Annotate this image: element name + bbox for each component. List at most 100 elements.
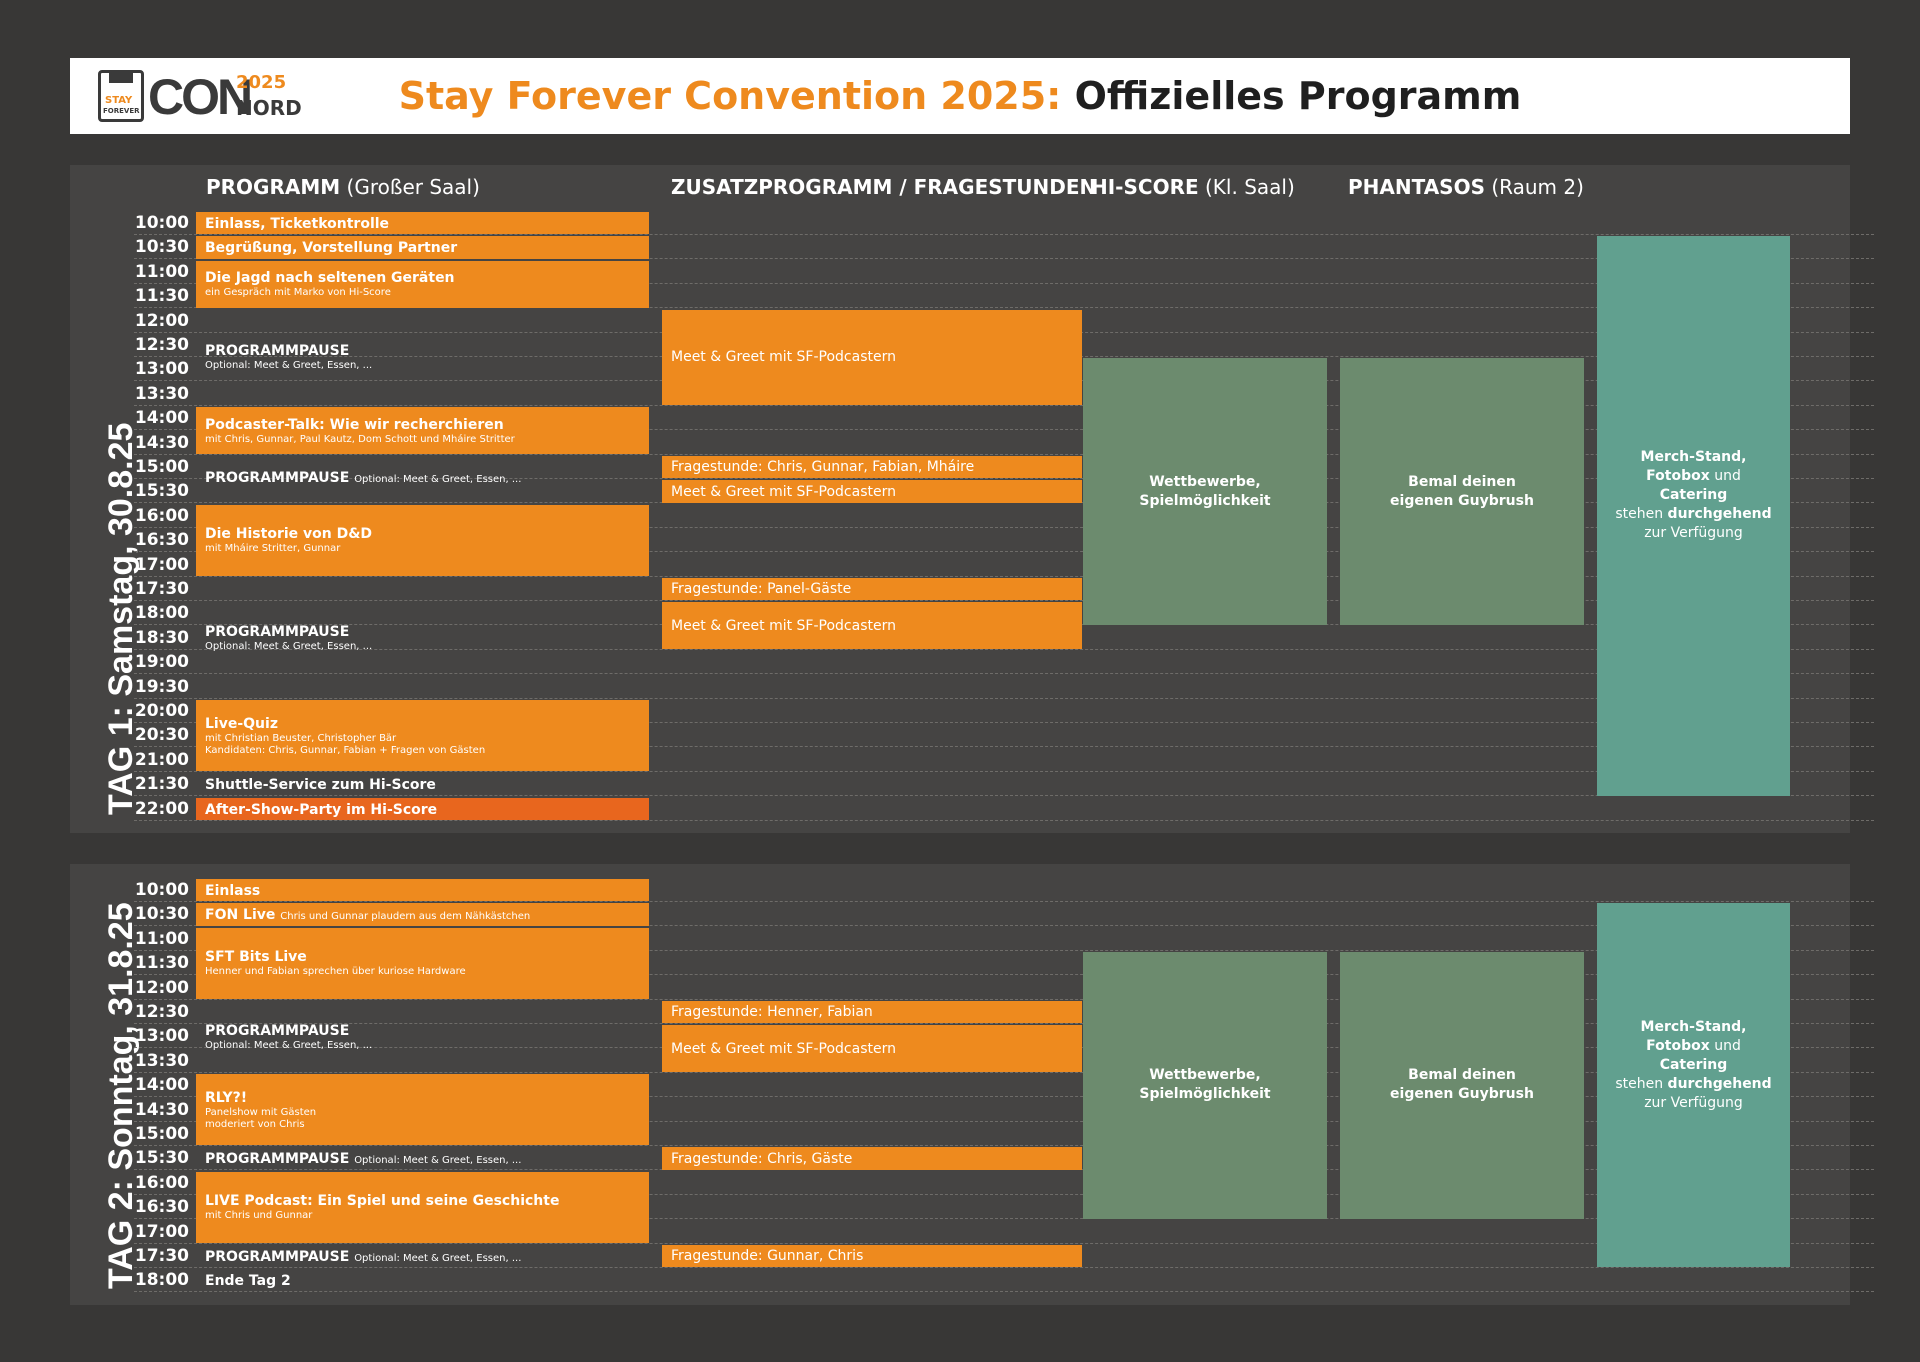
time-row	[134, 675, 1874, 699]
event-title: Ende Tag 2	[205, 1272, 640, 1290]
time-label: 14:00	[134, 1075, 189, 1096]
zusatz-label: Meet & Greet mit SF-Podcastern	[671, 1040, 896, 1057]
col-head-phantasos: PHANTASOS (Raum 2)	[1348, 175, 1584, 199]
program-event[interactable]: After-Show-Party im Hi-Score	[196, 797, 649, 820]
time-label: 12:00	[134, 977, 189, 998]
row-divider	[134, 575, 1874, 577]
merch-text-part: durchgehend	[1667, 506, 1772, 523]
zusatz-event[interactable]: Fragestunde: Chris, Gunnar, Fabian, Mhái…	[662, 456, 1082, 479]
phantasos-block[interactable]: Bemal deinen eigenen Guybrush	[1340, 952, 1584, 1219]
hiscore-block[interactable]: Wettbewerbe, Spielmöglichkeit	[1083, 358, 1327, 625]
event-subtitle: ein Gespräch mit Marko von Hi-Score	[205, 287, 391, 299]
time-row	[134, 1195, 1874, 1220]
time-row	[134, 528, 1874, 553]
zusatz-event[interactable]: Meet & Greet mit SF-Podcastern	[662, 1025, 1082, 1073]
time-label: 17:00	[134, 554, 189, 575]
event-title: PROGRAMMPAUSE Optional: Meet & Greet, Es…	[205, 469, 640, 489]
merch-line: Catering	[1615, 486, 1771, 505]
program-event[interactable]: Einlass	[196, 879, 649, 902]
event-title: LIVE Podcast: Ein Spiel und seine Geschi…	[205, 1192, 640, 1210]
time-row	[134, 748, 1874, 772]
logo-year: 2025	[236, 72, 287, 93]
program-event[interactable]: FON Live Chris und Gunnar plaudern aus d…	[196, 903, 649, 926]
event-subtitle: Henner und Fabian sprechen über kuriose …	[205, 966, 466, 978]
event-title-text: Einlass, Ticketkontrolle	[205, 216, 390, 232]
zusatz-event[interactable]: Meet & Greet mit SF-Podcastern	[662, 602, 1082, 650]
zusatz-label: Meet & Greet mit SF-Podcastern	[671, 617, 896, 634]
time-label: 15:00	[134, 457, 189, 477]
event-title-text: PROGRAMMPAUSE	[205, 470, 350, 487]
time-label: 15:30	[134, 1148, 189, 1169]
event-title-text: Shuttle-Service zum Hi-Score	[205, 777, 436, 794]
zusatz-event[interactable]: Fragestunde: Henner, Fabian	[662, 1001, 1082, 1024]
row-divider	[134, 453, 1874, 455]
time-label: 10:00	[134, 880, 189, 900]
event-title: RLY?!	[205, 1089, 640, 1107]
event-subtitle: Optional: Meet & Greet, Essen, ...	[205, 1039, 373, 1051]
program-event[interactable]: Ende Tag 2	[196, 1269, 649, 1291]
time-row	[134, 1171, 1874, 1195]
zusatz-label: Meet & Greet mit SF-Podcastern	[671, 349, 896, 366]
time-row	[134, 260, 1874, 284]
program-event[interactable]: Einlass, Ticketkontrolle	[196, 212, 649, 235]
event-inline-note: Optional: Meet & Greet, Essen, ...	[354, 474, 522, 486]
merch-line: Fotobox und	[1615, 467, 1771, 486]
event-subtitle: Panelshow mit Gästen	[205, 1106, 317, 1118]
time-label: 13:00	[134, 359, 189, 380]
event-title: Einlass	[205, 882, 640, 900]
con-nord-logo: STAY FOREVER CON 2025 NORD	[98, 70, 302, 124]
event-title-text: Begrüßung, Vorstellung Partner	[205, 240, 458, 257]
time-label: 17:30	[134, 1246, 189, 1266]
time-row	[134, 1146, 1874, 1171]
program-event[interactable]: PROGRAMMPAUSE Optional: Meet & Greet, Es…	[196, 456, 649, 503]
event-title: Live-Quiz	[205, 715, 640, 733]
event-title-text: After-Show-Party im Hi-Score	[205, 801, 438, 818]
row-divider	[134, 1145, 1874, 1146]
hiscore-block[interactable]: Wettbewerbe, Spielmöglichkeit	[1083, 952, 1327, 1219]
program-event[interactable]: Begrüßung, Vorstellung Partner	[196, 236, 649, 259]
row-divider	[134, 1218, 1874, 1220]
time-row	[134, 235, 1874, 260]
event-title-text: RLY?!	[205, 1089, 248, 1106]
phantasos-block[interactable]: Bemal deinen eigenen Guybrush	[1340, 358, 1584, 625]
zusatz-event[interactable]: Fragestunde: Chris, Gäste	[662, 1147, 1082, 1170]
time-label: 12:30	[134, 335, 189, 355]
event-title-text: Ende Tag 2	[205, 1273, 291, 1290]
time-label: 10:00	[134, 213, 189, 233]
program-event[interactable]: Shuttle-Service zum Hi-Score	[196, 773, 649, 795]
title-programm: Offizielles Programm	[1074, 74, 1522, 118]
row-divider	[134, 1096, 1874, 1098]
event-title: SFT Bits Live	[205, 948, 640, 966]
merch-text-part: und	[1709, 1037, 1741, 1054]
zusatz-event[interactable]: Meet & Greet mit SF-Podcastern	[662, 309, 1082, 406]
program-event[interactable]: PROGRAMMPAUSE Optional: Meet & Greet, Es…	[196, 1245, 649, 1267]
zusatz-event[interactable]: Fragestunde: Gunnar, Chris	[662, 1245, 1082, 1268]
event-title-text: Die Jagd nach seltenen Geräten	[205, 270, 455, 287]
zusatz-event[interactable]: Meet & Greet mit SF-Podcastern	[662, 480, 1082, 503]
merch-text-part: Catering	[1659, 1056, 1728, 1073]
row-divider	[134, 429, 1874, 431]
time-label: 11:30	[134, 953, 189, 974]
col-head-programm: PROGRAMM (Großer Saal)	[206, 175, 480, 199]
time-label: 14:30	[134, 1099, 189, 1120]
event-subtitle-2: Kandidaten: Chris, Gunnar, Fabian + Frag…	[205, 744, 486, 756]
row-divider	[134, 746, 1874, 748]
zusatz-label: Meet & Greet mit SF-Podcastern	[671, 483, 896, 500]
program-event[interactable]: LIVE Podcast: Ein Spiel und seine Geschi…	[196, 1171, 649, 1243]
row-divider	[134, 1242, 1874, 1244]
row-divider	[134, 648, 1874, 650]
logo-stay: STAY	[105, 95, 133, 106]
event-title: Die Historie von D&D	[205, 525, 640, 543]
zusatz-event[interactable]: Fragestunde: Panel-Gäste	[662, 578, 1082, 601]
program-event[interactable]: PROGRAMMPAUSE Optional: Meet & Greet, Es…	[196, 1147, 649, 1169]
event-title-text: PROGRAMMPAUSE	[205, 1151, 350, 1168]
